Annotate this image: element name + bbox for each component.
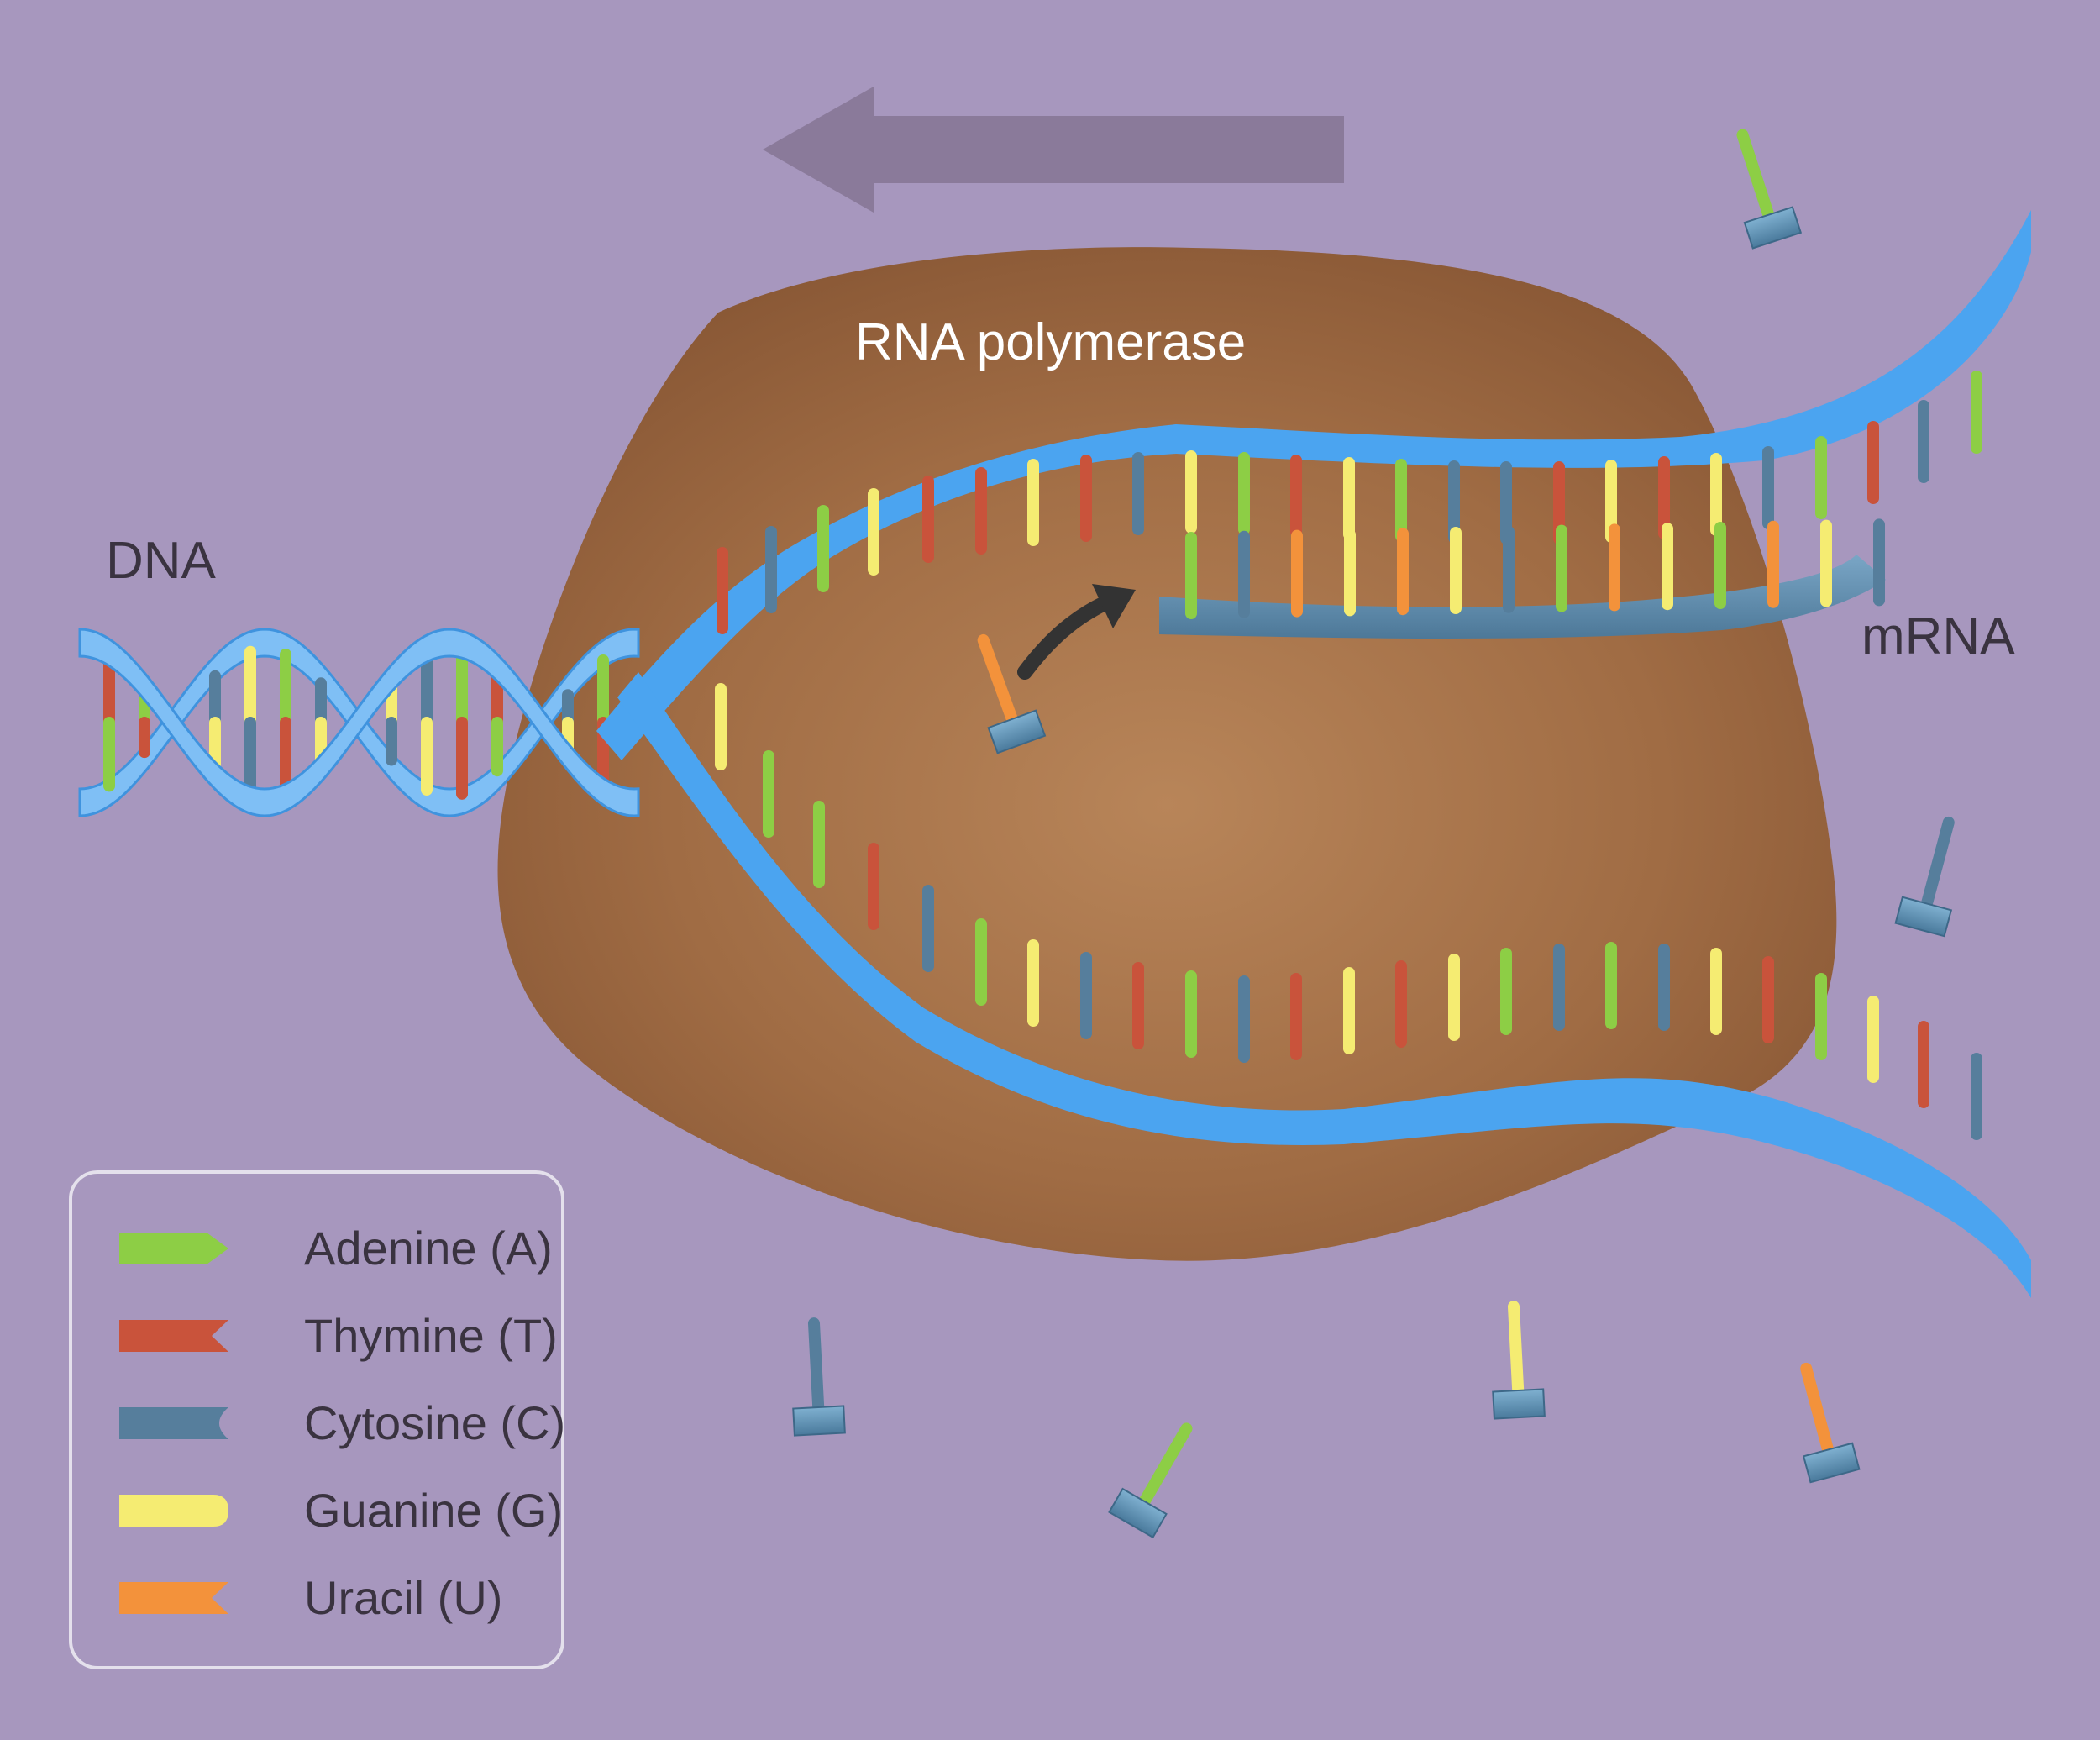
incorporation-arrowhead-icon [1092, 584, 1136, 628]
free-nucleotide-icon [1736, 129, 1803, 250]
legend-label: Thymine (T) [304, 1309, 558, 1362]
free-nucleotide-icon [1894, 816, 1955, 938]
mrna-strand [1159, 555, 1886, 639]
legend-swatch [119, 1233, 228, 1264]
legend-label: Cytosine (C) [304, 1396, 566, 1449]
legend-item: Adenine (A) [119, 1222, 556, 1275]
free-nucleotide-icon [1108, 1422, 1193, 1539]
legend-label: Uracil (U) [304, 1571, 503, 1624]
legend-item: Guanine (G) [119, 1484, 563, 1537]
legend-item: Cytosine (C) [119, 1396, 565, 1449]
rna-polymerase-label: RNA polymerase [855, 313, 1247, 371]
dna-label: DNA [106, 532, 216, 590]
legend-swatch [119, 1495, 228, 1527]
direction-arrow-icon [763, 87, 1344, 213]
legend: Adenine (A) Thymine (T) Cytosine (C) Guanin… [69, 1170, 565, 1669]
mrna-label: mRNA [1861, 607, 2015, 665]
legend-swatch [119, 1320, 228, 1352]
legend-label: Guanine (G) [304, 1484, 564, 1537]
free-nucleotide-icon [792, 1317, 846, 1437]
incorporation-arrow-icon [1017, 596, 1112, 680]
legend-swatch [119, 1407, 228, 1439]
legend-label: Adenine (A) [304, 1222, 553, 1275]
legend-swatch [119, 1582, 228, 1614]
free-nucleotide-icon [977, 633, 1047, 754]
free-nucleotide-icon [1492, 1301, 1546, 1420]
free-nucleotide-icon [1800, 1362, 1861, 1484]
legend-item: Thymine (T) [119, 1309, 558, 1362]
dna-helix-strand-front [78, 628, 640, 817]
legend-item: Uracil (U) [119, 1571, 556, 1624]
